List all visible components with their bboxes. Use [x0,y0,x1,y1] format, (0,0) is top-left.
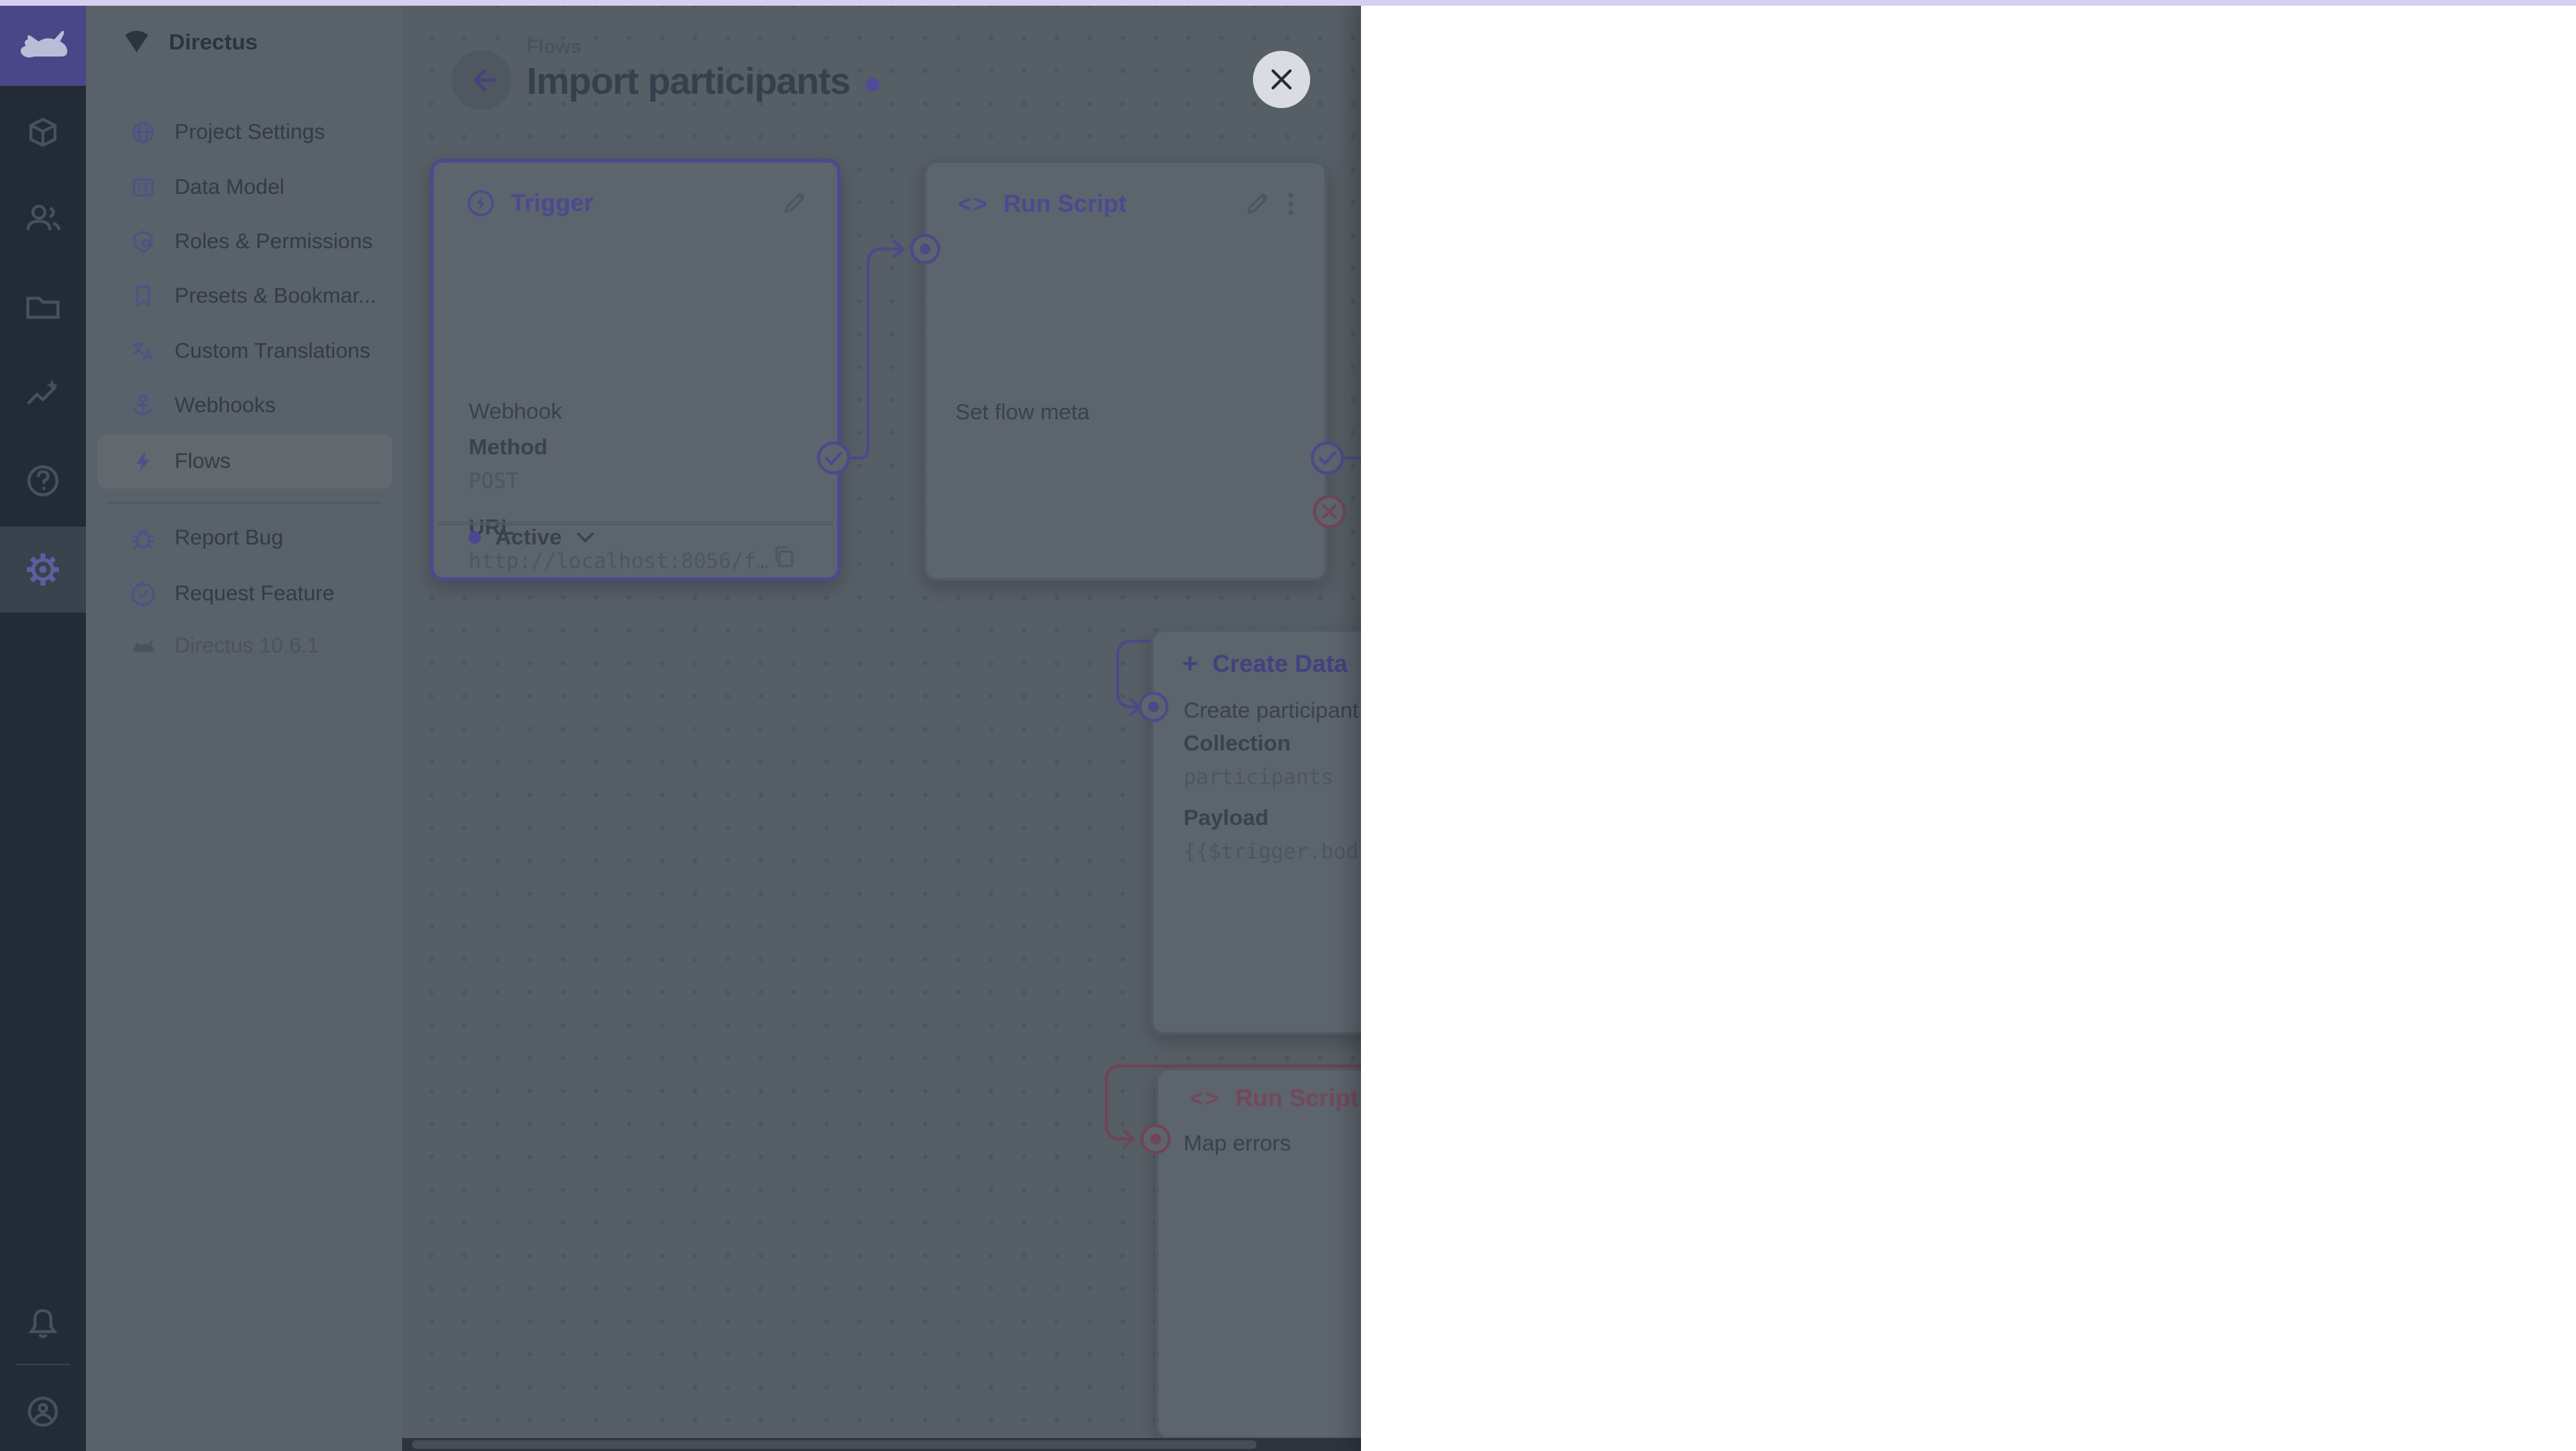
module-files[interactable] [0,274,86,338]
page-title: Import participants [527,61,851,102]
run-script-panel[interactable]: <> Run Script Set flow meta [924,160,1327,581]
arrow-left-icon [473,69,496,92]
trigger-panel-title: Trigger [511,189,594,217]
sidebar-item-presets-bookmarks[interactable]: Presets & Bookmar... [97,269,392,323]
code-icon: <> [958,190,990,217]
run-script-title: Run Script [1003,190,1127,218]
shield-icon [133,230,153,253]
sidebar-item-data-model[interactable]: Data Model [97,160,392,215]
create-data-title: Create Data [1212,650,1348,678]
user-avatar-icon [28,1397,58,1427]
breadcrumb[interactable]: Flows [527,36,582,57]
collection-label: Collection [1184,731,1291,756]
module-content[interactable] [0,100,86,165]
copy-icon[interactable] [770,543,799,572]
version-row: Directus 10.6.1 [97,621,392,671]
users-module-icon [26,205,61,230]
module-insights[interactable] [0,361,86,426]
sidebar-item-request-feature[interactable]: Request Feature [97,567,392,621]
bolt-circle-icon [467,190,494,217]
url-value: http://localhost:8056/f… [469,549,769,573]
sidebar-item-flows[interactable]: Flows [97,434,392,489]
status-dot [469,531,481,544]
method-label: Method [469,434,548,459]
trigger-divider [438,522,833,523]
payload-label: Payload [1184,805,1269,830]
files-module-icon [26,296,60,319]
notifications-bell-icon [28,1309,58,1339]
chevron-down-icon [576,532,595,543]
anchor-icon [132,394,154,416]
payload-value: {{$trigger.bod [1184,839,1359,864]
notifications-button[interactable] [0,1291,86,1356]
trigger-status[interactable]: Active [469,524,595,550]
trigger-divider [438,524,833,525]
top-accent-strip [0,0,2576,6]
version-label: Directus 10.6.1 [175,634,319,658]
edit-pencil-icon[interactable] [780,189,809,218]
content-module-icon [29,117,57,147]
scrollbar-thumb[interactable] [412,1440,1257,1449]
bug-icon [132,529,154,549]
list-icon [132,178,154,197]
module-divider [16,1364,70,1365]
project-name: Directus [169,29,258,54]
operation-name: Create participant [1184,698,1359,723]
module-settings[interactable] [0,527,86,612]
flow-canvas[interactable]: Trigger Webhook Method POST URL http://l… [402,0,1361,1451]
trigger-type: Webhook [469,399,562,424]
unsaved-indicator-dot [865,77,879,92]
flow-header: Flows Import participants [402,0,1361,136]
operation-name: Map errors [1184,1130,1291,1156]
directus-rabbit-icon [20,31,67,58]
edit-operation-drawer: Import participants Edit Operation Name … [1361,0,2576,1451]
bookmark-icon [136,285,150,308]
directus-rabbit-icon [133,640,155,653]
horizontal-scrollbar[interactable] [402,1438,1361,1451]
code-icon: <> [1190,1085,1221,1111]
module-bar [0,0,86,1451]
project-header[interactable]: Directus [86,0,402,84]
module-help[interactable] [0,449,86,513]
edit-pencil-icon[interactable] [1243,190,1272,218]
plus-icon: + [1182,648,1199,679]
settings-nav: Directus Project Settings Data Model Rol… [86,0,402,1451]
nav-divider [107,502,381,504]
run-script-errors-title: Run Script [1235,1084,1359,1112]
close-flow-button[interactable] [1253,51,1310,108]
create-data-panel[interactable]: + Create Data Create participant Collect… [1151,629,1361,1035]
run-script-errors-panel[interactable]: <> Run Script Map errors [1156,1068,1361,1440]
globe-icon [132,122,154,143]
trigger-panel[interactable]: Trigger Webhook Method POST URL http://l… [430,159,841,581]
help-module-icon [27,465,59,497]
sidebar-item-roles-permissions[interactable]: Roles & Permissions [97,215,392,269]
module-users[interactable] [0,186,86,250]
insights-module-icon [26,379,58,405]
collection-value: participants [1184,765,1334,789]
bolt-icon [137,451,150,472]
project-logo-icon [125,31,148,52]
close-icon [1272,69,1292,89]
more-menu-icon[interactable] [1286,190,1296,218]
flow-ports [817,234,1346,1154]
sidebar-item-webhooks[interactable]: Webhooks [97,378,392,433]
user-menu-button[interactable] [0,1379,86,1444]
badge-check-icon [130,582,157,607]
sidebar-item-project-settings[interactable]: Project Settings [97,105,392,160]
method-value: POST [469,469,519,493]
directus-logo-button[interactable] [0,0,86,86]
settings-module-icon [26,553,59,586]
sidebar-item-custom-translations[interactable]: Custom Translations [97,324,392,378]
operation-name: Set flow meta [955,399,1090,424]
sidebar-item-report-bug[interactable]: Report Bug [97,511,392,565]
translate-icon [133,342,154,361]
back-button[interactable] [452,50,512,110]
